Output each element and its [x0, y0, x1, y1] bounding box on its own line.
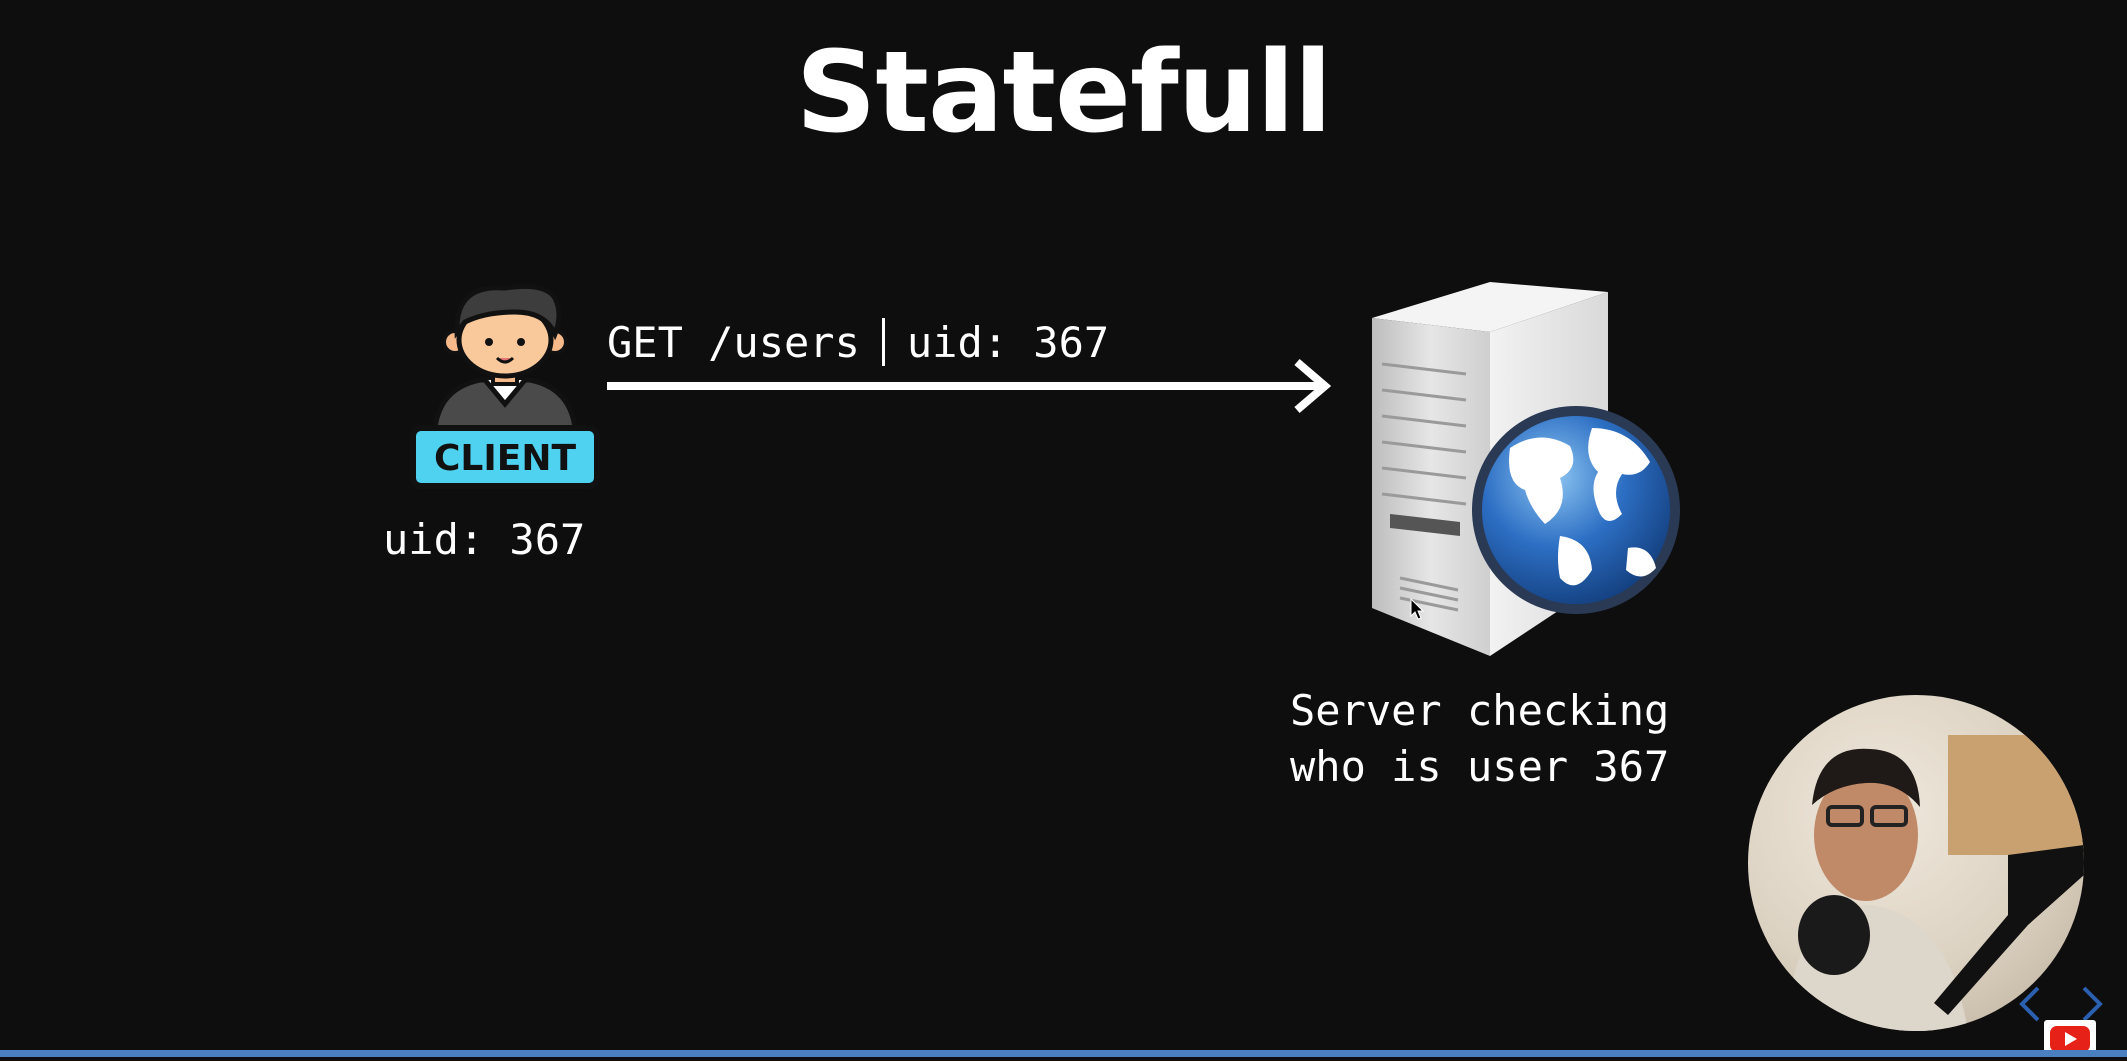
video-progress-bar[interactable] — [0, 1050, 2127, 1057]
mouse-cursor-icon — [1410, 597, 1425, 620]
slide-title: Statefull — [795, 28, 1333, 158]
client-badge-text: CLIENT — [434, 438, 576, 479]
server-caption-line-1: Server checking — [1290, 686, 1670, 735]
separator — [881, 317, 885, 366]
request-method-path: GET /users — [607, 318, 860, 367]
request-arrow — [607, 358, 1332, 414]
server-globe-icon — [1360, 278, 1690, 658]
video-progress-fill — [0, 1050, 2127, 1057]
presenter-webcam — [1748, 695, 2084, 1031]
request-uid: uid: 367 — [906, 318, 1110, 367]
request-label: GET /users uid: 367 — [607, 317, 1110, 370]
chevron-left-icon[interactable] — [2014, 984, 2044, 1024]
server-caption-line-2: who is user 367 — [1290, 742, 1670, 791]
server-caption: Server checking who is user 367 — [1290, 683, 1669, 795]
chevron-right-icon[interactable] — [2078, 984, 2108, 1024]
client-uid-label: uid: 367 — [383, 515, 586, 564]
client-icon: CLIENT — [405, 278, 605, 498]
